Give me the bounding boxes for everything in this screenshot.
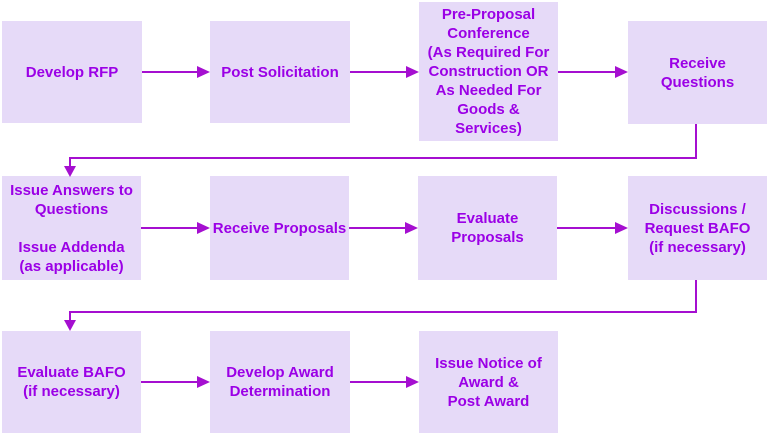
connector-segment [69,311,71,321]
arrow-receive-proposals-to-evaluate-proposals-icon [349,222,418,234]
connector-segment [695,124,697,158]
box-label: Issue Answers to Questions Issue Addenda… [10,181,133,275]
box-label: Develop RFP [25,63,119,81]
box-discussions-bafo: Discussions / Request BAFO (if necessary… [628,176,767,280]
arrow-develop-award-to-issue-notice-icon [350,376,419,388]
box-receive-proposals: Receive Proposals [210,176,349,280]
box-label: Issue Notice of Award & Post Award [435,354,542,410]
box-label: Evaluate BAFO (if necessary) [17,364,126,400]
arrow-evaluate-proposals-to-discussions-icon [557,222,628,234]
connector-segment [69,157,697,159]
box-label: Develop Award Determination [226,364,334,400]
box-receive-questions: Receive Questions [628,21,767,124]
box-develop-award: Develop Award Determination [210,331,350,433]
box-label: Receive Questions [660,54,735,91]
arrow-post-solicitation-to-pre-proposal-icon [350,66,419,78]
arrow-pre-proposal-to-receive-questions-icon [558,66,628,78]
box-develop-rfp: Develop RFP [2,21,142,123]
arrow-issue-answers-to-receive-proposals-icon [141,222,210,234]
box-evaluate-bafo: Evaluate BAFO (if necessary) [2,331,141,433]
box-label: Receive Proposals [212,219,347,237]
arrow-develop-rfp-to-post-solicitation-icon [142,66,210,78]
box-pre-proposal-conference: Pre-Proposal Conference (As Required For… [419,2,558,141]
connector-segment [69,157,71,167]
box-label: Pre-Proposal Conference (As Required For… [427,6,550,137]
arrowhead-down-icon [64,320,76,331]
box-label: Discussions / Request BAFO (if necessary… [644,200,751,256]
connector-segment [69,311,697,313]
arrow-evaluate-bafo-to-develop-award-icon [141,376,210,388]
connector-segment [695,280,697,313]
box-label: Post Solicitation [221,63,339,81]
box-issue-answers: Issue Answers to Questions Issue Addenda… [2,176,141,280]
box-evaluate-proposals: Evaluate Proposals [418,176,557,280]
box-post-solicitation: Post Solicitation [210,21,350,123]
arrowhead-down-icon [64,166,76,177]
box-label: Evaluate Proposals [451,210,524,246]
box-issue-notice: Issue Notice of Award & Post Award [419,331,558,433]
